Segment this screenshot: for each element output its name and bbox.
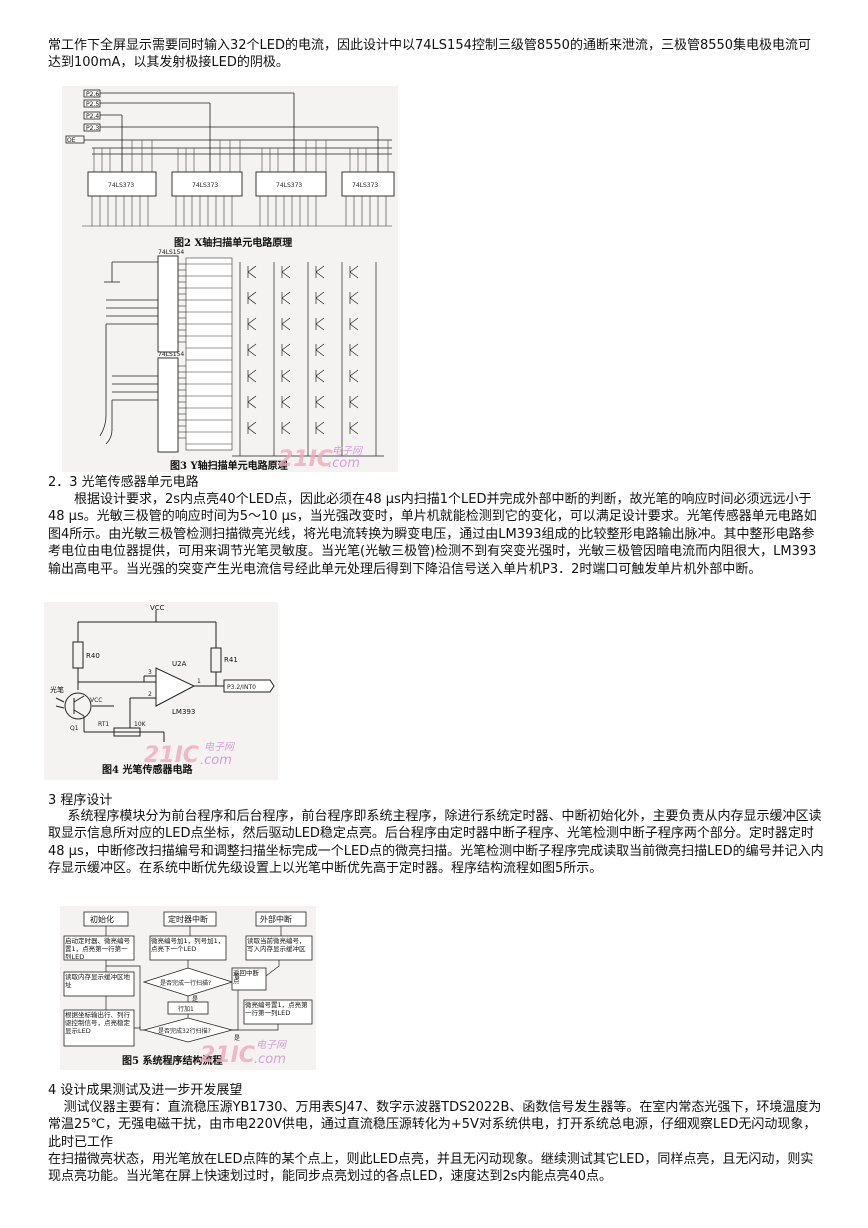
fig5-c2-row-inc: 行加1 bbox=[178, 1005, 194, 1013]
fig5-watermark-logo: 21IC bbox=[200, 1043, 255, 1068]
fig4-watermark-com: .com bbox=[200, 753, 232, 768]
fig4-watermark-cn: 电子网 bbox=[204, 741, 236, 753]
fig3-left-wiring bbox=[99, 261, 158, 445]
fig4-rt-value: 10K bbox=[134, 721, 147, 728]
section-4-heading: 4 设计成果测试及进一步开发展望 bbox=[48, 1083, 243, 1098]
watermark-logo: 21IC bbox=[278, 447, 333, 472]
fig4-r41: R41 bbox=[224, 656, 238, 664]
fig5-c1-start: 初始化 bbox=[90, 914, 114, 924]
fig4-q1: Q1 bbox=[70, 725, 79, 732]
fig5-c3-read: 读取当前微亮编号，写入内存显示缓冲区 bbox=[247, 937, 306, 953]
fig2-input-3: P2.4 bbox=[86, 113, 99, 120]
fig4-output: P3.2/INT0 bbox=[227, 684, 256, 691]
figure-4-image: VCC R40 R41 U2A LM393 3 2 1 P3.2/INT0 光笔… bbox=[44, 602, 278, 780]
fig3-chip-bottom bbox=[157, 357, 179, 453]
fig4-wiring bbox=[55, 610, 224, 742]
fig2-outputs bbox=[82, 196, 392, 227]
fig4-pin-minus: 2 bbox=[148, 691, 152, 698]
intro-paragraph: 常工作下全屏显示需要同时输入32个LED的电流，因此设计中以74LS154控制三… bbox=[48, 38, 812, 71]
fig5-c1-drive: 根据坐标输出行、列行驱控制信号，点亮稳定显示LED bbox=[65, 1011, 130, 1035]
fig5-watermark-com: .com bbox=[254, 1052, 286, 1067]
fig4-pin-out: 1 bbox=[197, 678, 201, 685]
section-2-3-paragraph: 根据设计要求，2s内点亮40个LED点，因此必须在48 μs内扫描1个LED并完… bbox=[48, 492, 817, 577]
fig5-c2-row-check: 是否完成一行扫描? bbox=[160, 979, 211, 987]
fig5-c3-reset: 微亮编号置1，点亮第一行第一列LED bbox=[245, 1001, 308, 1017]
fig5-c2-inc: 微亮编号加1，列号加1，点亮下一个LED bbox=[151, 937, 225, 953]
fig5-c1-init: 启动定时器、微亮编号置1，点亮第一行第一列LED bbox=[65, 937, 130, 959]
fig2-bus-taps bbox=[93, 140, 389, 172]
fig5-no-1: 否 bbox=[234, 973, 240, 980]
fig5-c1-read: 读取内存显示缓冲区地址 bbox=[65, 973, 130, 989]
fig4-caption: 图4 光笔传感器电路 bbox=[102, 763, 193, 776]
fig5-caption: 图5 系统程序结构流程 bbox=[122, 1054, 222, 1067]
fig2-chip-label-2: 74LS373 bbox=[192, 182, 218, 189]
fig4-vcc: VCC bbox=[150, 604, 165, 612]
fig2-caption: 图2 X轴扫描单元电路原理 bbox=[174, 236, 292, 249]
fig4-rt1: RT1 bbox=[98, 721, 109, 728]
fig2-input-2: P2.5 bbox=[86, 101, 99, 108]
fig3-chip-bottom-label: 74LS154 bbox=[158, 351, 184, 358]
section-4-paragraph-2: 在扫描微亮状态，用光笔放在LED点阵的某个点上，则此LED点亮，并且无闪动现象。… bbox=[48, 1152, 814, 1185]
fig4-u2a: U2A bbox=[172, 660, 187, 668]
fig2-input-1: P2.6 bbox=[86, 91, 99, 98]
figure-5-image: 初始化 启动定时器、微亮编号置1，点亮第一行第一列LED 读取内存显示缓冲区地址… bbox=[60, 906, 316, 1070]
pen-sensor-svg: VCC R40 R41 U2A LM393 3 2 1 P3.2/INT0 光笔… bbox=[50, 604, 275, 776]
fig2-chip-label-1: 74LS373 bbox=[108, 182, 134, 189]
section-2-3-heading: 2．3 光笔传感器单元电路 bbox=[48, 475, 199, 490]
fig2-input-0: OE bbox=[67, 137, 76, 144]
fig3-caption: 图3 Y轴扫描单元电路原理 bbox=[170, 459, 288, 472]
fig3-chip-top bbox=[157, 255, 179, 353]
fig5-yes-2: 是 bbox=[234, 1035, 240, 1042]
fig4-output-tag bbox=[223, 679, 275, 693]
fig2-chips bbox=[87, 171, 395, 197]
fig3-transistor-grid bbox=[232, 262, 384, 457]
fig2-chip-label-4: 74LS373 bbox=[352, 182, 378, 189]
fig4-vcc2: VCC bbox=[90, 697, 102, 704]
fig4-watermark-logo: 21IC bbox=[144, 743, 199, 768]
watermark-cn: 电子网 bbox=[332, 445, 364, 457]
section-3-paragraph: 系统程序模块分为前台程序和后台程序，前台程序即系统主程序，除进行系统定时器、中断… bbox=[48, 809, 824, 877]
watermark-com: .com bbox=[328, 456, 360, 471]
flowchart-svg: 初始化 启动定时器、微亮编号置1，点亮第一行第一列LED 读取内存显示缓冲区地址… bbox=[63, 911, 313, 1068]
section-4-paragraph-1: 测试仪器主要有：直流稳压源YB1730、万用表SJ47、数字示波器TDS2022… bbox=[48, 1100, 822, 1150]
fig5-c3-start: 外部中断 bbox=[260, 914, 292, 924]
fig4-r40: R40 bbox=[86, 652, 100, 660]
fig5-yes-1: 是 bbox=[192, 996, 198, 1003]
fig2-chip-label-3: 74LS373 bbox=[276, 182, 302, 189]
scan-circuit-svg: 74LS373 74LS373 74LS373 74LS373 P2.6 P2.… bbox=[65, 89, 395, 472]
fig4-pin-plus: 3 bbox=[148, 669, 152, 676]
fig4-lm393: LM393 bbox=[172, 708, 195, 716]
figure-2-3-image: 74LS373 74LS373 74LS373 74LS373 P2.6 P2.… bbox=[62, 86, 398, 472]
section-3-heading: 3 程序设计 bbox=[48, 793, 113, 808]
fig5-c2-32-check: 是否完成32行扫描? bbox=[158, 1027, 211, 1035]
fig3-chip-top-label: 74LS154 bbox=[158, 249, 184, 256]
fig4-pen-label: 光笔 bbox=[50, 685, 64, 694]
fig3-resistor-bank bbox=[178, 257, 233, 451]
fig5-shapes bbox=[63, 911, 313, 1047]
fig5-c3-return: 返回中断点 bbox=[233, 969, 259, 985]
fig2-input-4: P2.3 bbox=[86, 125, 99, 132]
fig2-wiring bbox=[65, 89, 392, 172]
fig5-c2-start: 定时器中断 bbox=[168, 914, 208, 924]
fig5-watermark-cn: 电子网 bbox=[256, 1039, 288, 1051]
fig5-arrows bbox=[105, 926, 282, 1031]
